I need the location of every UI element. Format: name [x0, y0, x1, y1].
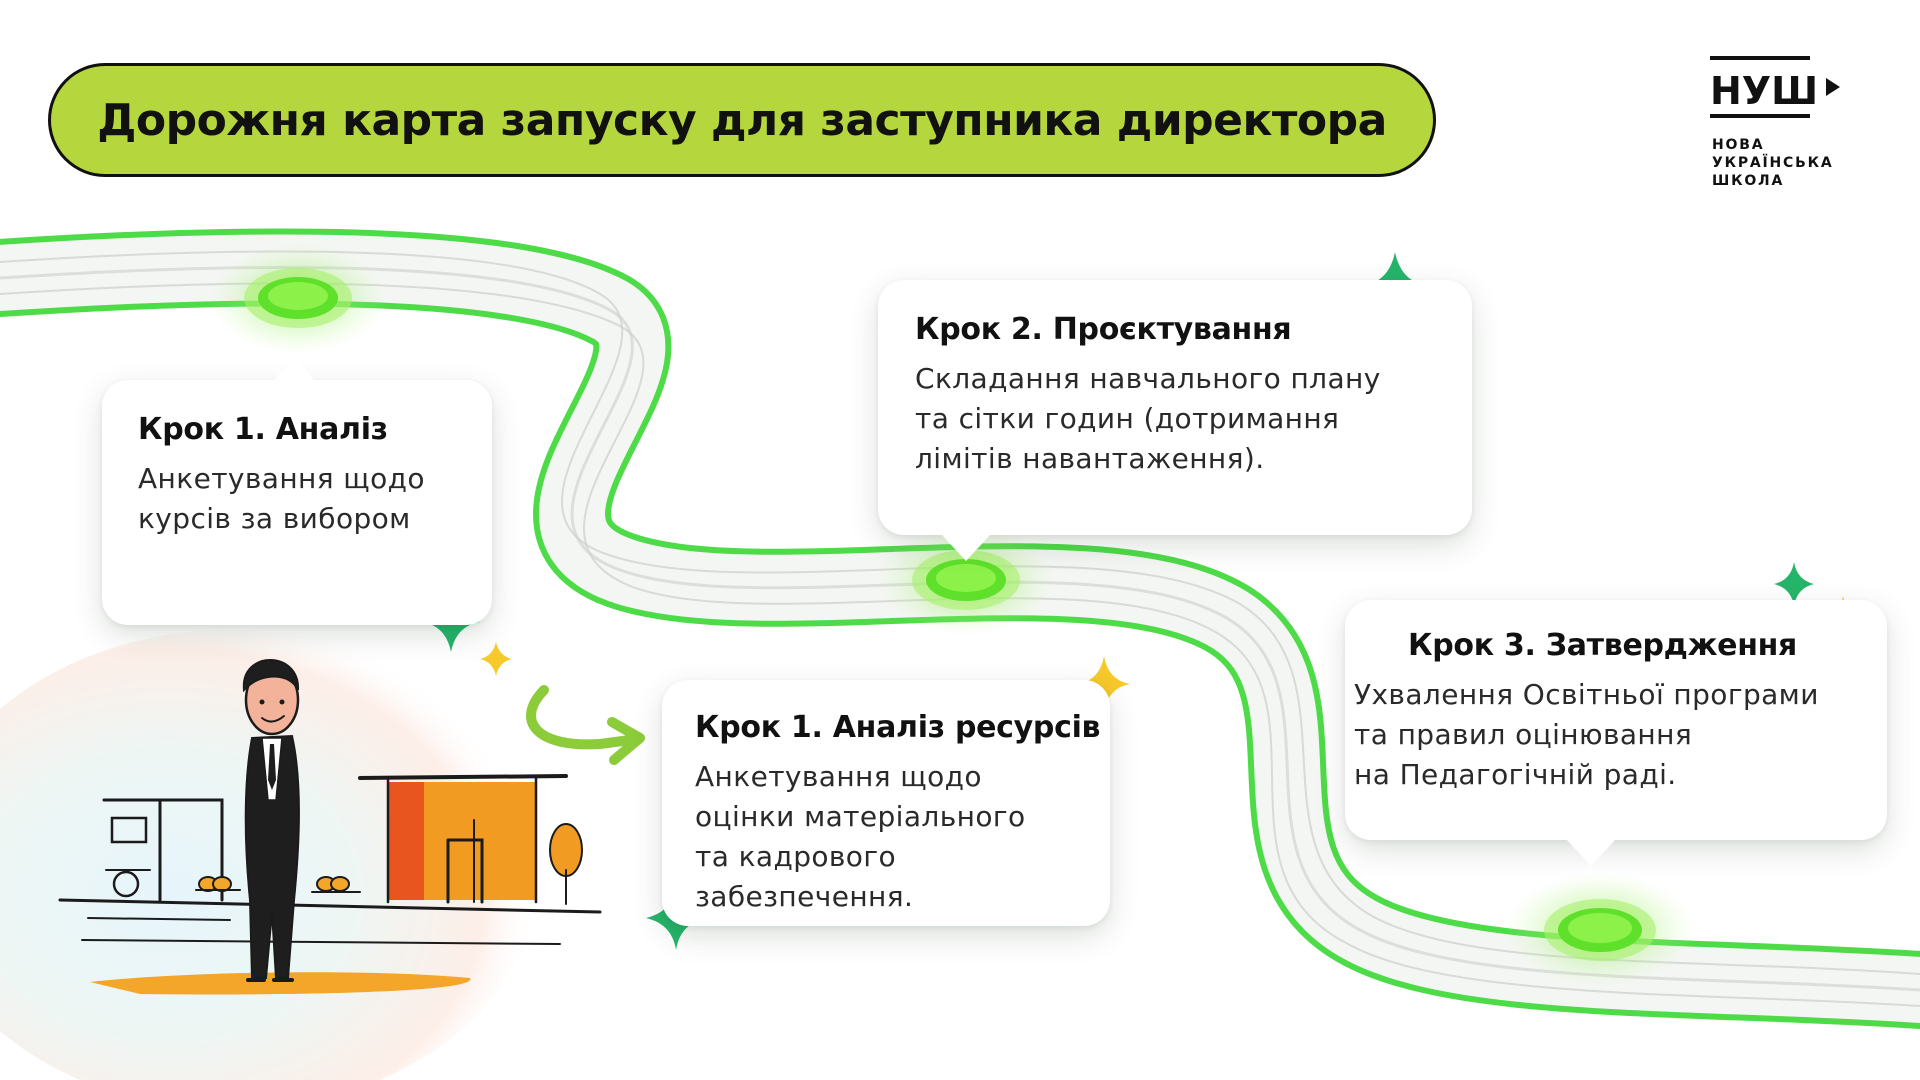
node-3 — [1504, 872, 1696, 988]
step-description: Анкетування щодо оцінки матеріального та… — [695, 757, 1110, 917]
step-card-approval: Крок 3. Затвердження Ухвалення Освітньої… — [1345, 600, 1887, 866]
step-card-resources: Крок 1. Аналіз ресурсів Анкетування щодо… — [662, 680, 1110, 926]
step-line: курсів за вибором — [138, 502, 411, 535]
step-line: Ухвалення Освітньої програми — [1354, 678, 1819, 711]
step-description: Анкетування щодо курсів за вибором — [138, 459, 492, 539]
arrow-icon — [526, 685, 645, 765]
logo-line-3: ШКОЛА — [1712, 173, 1785, 189]
step-line: Анкетування щодо — [138, 462, 425, 495]
step-description: Складання навчального плану та сітки год… — [915, 359, 1472, 479]
step-card-design: Крок 2. Проєктування Складання навчально… — [878, 280, 1472, 561]
card-pointer — [942, 535, 990, 561]
nush-logo: НУШ НОВА УКРАЇНСЬКА ШКОЛА — [1710, 56, 1850, 196]
nush-logo-mark: НУШ — [1710, 56, 1840, 118]
step-line: на Педагогічній раді. — [1354, 758, 1677, 791]
step-line: та правил оцінювання — [1354, 718, 1693, 751]
nush-logo-letters: НУШ — [1710, 69, 1818, 113]
step-card-analysis: Крок 1. Аналіз Анкетування щодо курсів з… — [102, 358, 492, 625]
step-line: забезпечення. — [695, 880, 914, 913]
step-title: Крок 3. Затвердження — [1408, 628, 1798, 663]
step-description: Ухвалення Освітньої програми та правил о… — [1354, 675, 1887, 795]
logo-line-1: НОВА — [1712, 137, 1765, 153]
school-illustration — [58, 659, 602, 995]
card-pointer — [272, 358, 316, 382]
step-line: та кадрового — [695, 840, 896, 873]
page-title-text: Дорожня карта запуску для заступника дир… — [97, 94, 1387, 146]
step-line: та сітки годин (дотримання — [915, 402, 1340, 435]
page-title: Дорожня карта запуску для заступника дир… — [48, 63, 1436, 177]
step-title: Крок 2. Проєктування — [915, 312, 1292, 347]
card-pointer — [1567, 840, 1615, 866]
node-1 — [208, 242, 388, 354]
step-line: оцінки матеріального — [695, 800, 1026, 833]
nush-logo-text: НОВА УКРАЇНСЬКА ШКОЛА — [1712, 136, 1833, 190]
node-2 — [876, 524, 1056, 636]
step-line: лімітів навантаження). — [915, 442, 1265, 475]
step-title: Крок 1. Аналіз — [138, 412, 388, 447]
step-line: Складання навчального плану — [915, 362, 1381, 395]
step-title: Крок 1. Аналіз ресурсів — [695, 710, 1101, 745]
step-line: Анкетування щодо — [695, 760, 982, 793]
logo-line-2: УКРАЇНСЬКА — [1712, 155, 1834, 171]
